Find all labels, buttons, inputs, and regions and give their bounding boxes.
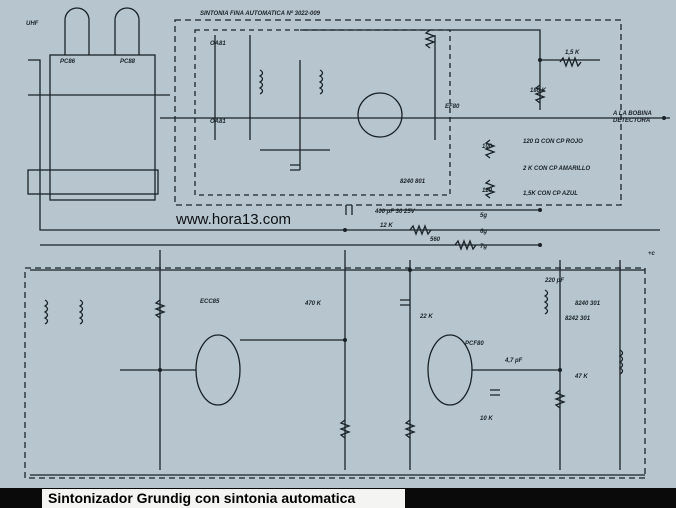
label: 8240 801 bbox=[400, 179, 426, 185]
label: 5g bbox=[480, 213, 487, 219]
diagram-title: SINTONIA FINA AUTOMATICA Nº 3022-009 bbox=[200, 10, 321, 17]
label: 560 bbox=[430, 237, 441, 243]
label: 6g bbox=[480, 229, 487, 235]
label: 470 K bbox=[304, 301, 322, 307]
tube-label: EF80 bbox=[445, 104, 460, 110]
tube-ef80 bbox=[357, 92, 403, 138]
label: 7g bbox=[480, 244, 487, 250]
label: 1,5K CON CP AZUL bbox=[523, 191, 578, 197]
tube-label: PC88 bbox=[120, 59, 136, 65]
tube-ecc85 bbox=[195, 334, 241, 406]
watermark: www.hora13.com bbox=[176, 211, 292, 228]
label: 100 bbox=[482, 144, 493, 150]
label: 400 pF 30 25V bbox=[374, 209, 416, 215]
label: 180 K bbox=[530, 88, 547, 94]
afc-box bbox=[174, 19, 622, 206]
label: OA81 bbox=[210, 119, 226, 125]
label: 8242 301 bbox=[565, 316, 591, 322]
tube-label: PC86 bbox=[60, 59, 76, 65]
tube-label: PCF80 bbox=[465, 341, 484, 347]
label: 2 K CON CP AMARILLO bbox=[522, 166, 591, 172]
label: 12 K bbox=[380, 223, 393, 229]
label: 220 pF bbox=[544, 278, 564, 284]
label: UHF bbox=[26, 21, 39, 27]
label: 47 K bbox=[574, 374, 588, 380]
label: 8240 301 bbox=[575, 301, 601, 307]
tube-label: ECC85 bbox=[200, 299, 220, 305]
label: A LA BOBINA bbox=[612, 111, 652, 117]
label: 10 K bbox=[480, 416, 493, 422]
label: 120 Ω CON CP ROJO bbox=[523, 139, 583, 145]
caption: Sintonizador Grundig con sintonia automa… bbox=[42, 489, 405, 508]
label: DETECTORA bbox=[613, 118, 650, 124]
label: 4,7 pF bbox=[504, 358, 523, 364]
tuner-box bbox=[24, 267, 646, 479]
label: 1,5 K bbox=[565, 50, 580, 56]
label: +c bbox=[648, 251, 656, 257]
label: 120 bbox=[482, 188, 493, 194]
label: 22 K bbox=[419, 314, 433, 320]
label: OA81 bbox=[210, 41, 226, 47]
